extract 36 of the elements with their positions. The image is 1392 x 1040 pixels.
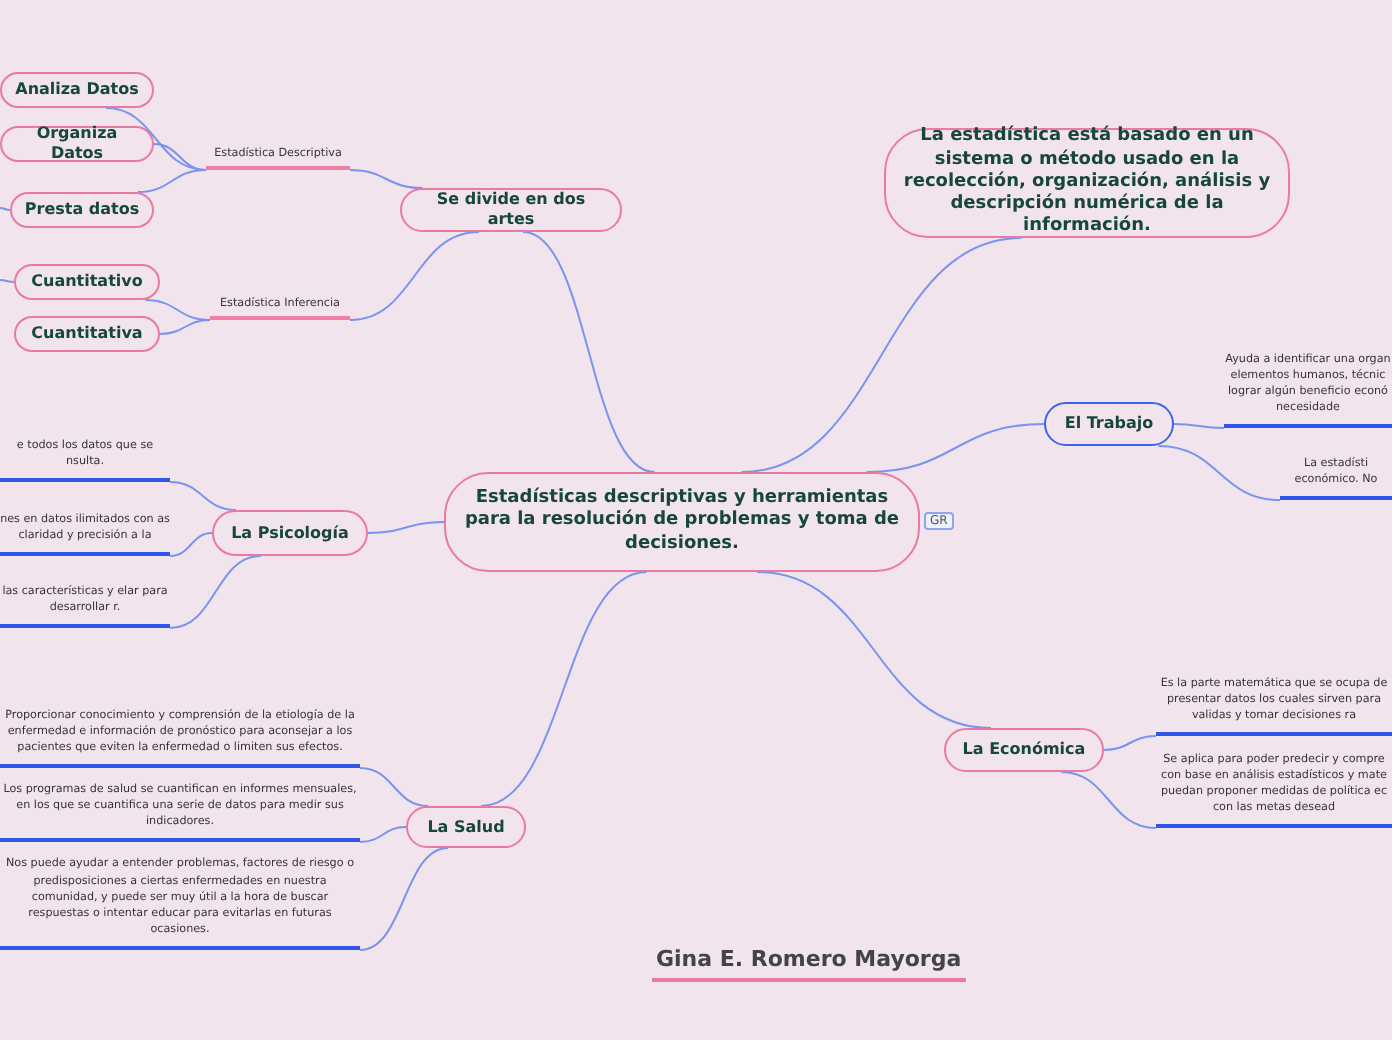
connector-line xyxy=(169,481,237,511)
connector-line xyxy=(0,207,11,211)
connector-line xyxy=(349,169,424,189)
author-name: Gina E. Romero Mayorga xyxy=(652,946,966,982)
connector-line xyxy=(1157,445,1281,501)
connector-line xyxy=(0,279,15,283)
connector-line xyxy=(136,169,207,193)
connector-line xyxy=(740,237,1023,473)
topic-bubble: Se divide en dos artes xyxy=(400,188,622,232)
topic-bubble: La Psicología xyxy=(212,510,368,556)
connector-line xyxy=(359,767,430,807)
topic-bubble: Presta datos xyxy=(10,192,154,228)
connector-line xyxy=(1173,423,1225,429)
connector-line xyxy=(367,521,445,534)
topic-bubble: Analiza Datos xyxy=(0,72,154,108)
topic-bubble: Cuantitativo xyxy=(14,264,160,300)
connector-line xyxy=(153,143,207,171)
connector-line xyxy=(159,319,211,335)
connector-line xyxy=(479,571,648,807)
topic-bubble: La Económica xyxy=(944,728,1104,772)
connector-line xyxy=(522,231,656,473)
topic-bubble: Estadísticas descriptivas y herramientas para la resolución de problemas y toma de decisiones. xyxy=(444,472,920,572)
connector-line xyxy=(756,571,992,729)
connector-line xyxy=(359,826,407,843)
connector-line xyxy=(169,555,262,629)
connector-line xyxy=(169,532,213,557)
connector-line xyxy=(359,847,449,951)
connector-line xyxy=(865,423,1045,473)
connector-line xyxy=(349,231,480,321)
topic-bubble: Organiza Datos xyxy=(0,126,154,162)
topic-bubble: El Trabajo xyxy=(1044,402,1174,446)
topic-bubble: Cuantitativa xyxy=(14,316,160,352)
connector-line xyxy=(1103,735,1157,751)
connector-line xyxy=(1060,771,1157,829)
topic-bubble: La estadística está basado en un sistema o método usado en la recolección, organización, análisis y descripción numérica de la información. xyxy=(884,128,1290,238)
topic-bubble: La Salud xyxy=(406,806,526,848)
